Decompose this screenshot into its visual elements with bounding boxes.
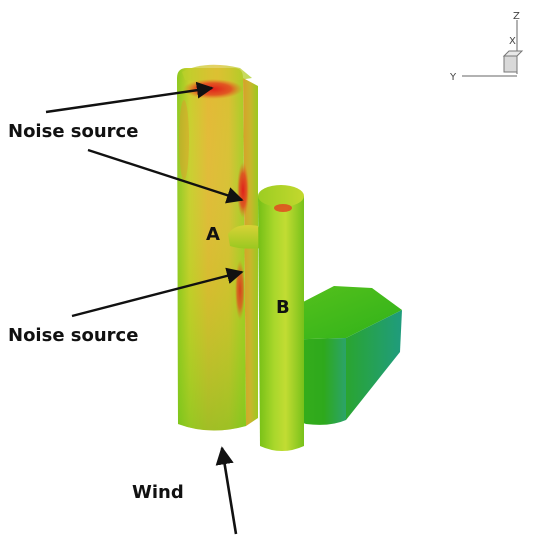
tower-a-label: A	[206, 224, 220, 245]
z-axis-label: Z	[513, 11, 520, 22]
arrow-to-middle-hotspot	[87, 148, 244, 204]
tall-tower-front-shade	[177, 68, 246, 431]
axis-cube-top	[502, 50, 524, 57]
x-axis-label: X	[509, 36, 516, 47]
hotspot-top	[183, 79, 243, 99]
noise-source-label-top: Noise source	[8, 121, 138, 142]
cylinder-tower-body	[258, 196, 304, 451]
wind-arrow	[215, 446, 238, 535]
noise-source-label-bottom: Noise source	[8, 325, 138, 346]
low-block-top	[272, 286, 402, 340]
tower-b-label: B	[276, 297, 290, 318]
cylinder-hotspot	[274, 204, 292, 212]
y-axis-label: Y	[449, 72, 457, 83]
hotspot-middle	[237, 162, 249, 218]
tall-tower-top	[182, 64, 252, 82]
arrow-to-lower-hotspot	[71, 267, 244, 318]
wind-label: Wind	[132, 482, 184, 503]
axis-triad: Z X Y	[449, 11, 524, 83]
axis-cube-icon	[503, 55, 518, 73]
low-block-side	[346, 310, 402, 420]
tall-tower-side	[243, 78, 258, 426]
hotspot-lower	[235, 260, 245, 320]
connector-bridge	[228, 225, 262, 249]
cylinder-tower-top	[258, 185, 304, 207]
hotspot-left-edge	[179, 100, 189, 180]
arrow-to-top-hotspot	[45, 81, 214, 114]
cylinder-tower	[258, 185, 304, 451]
